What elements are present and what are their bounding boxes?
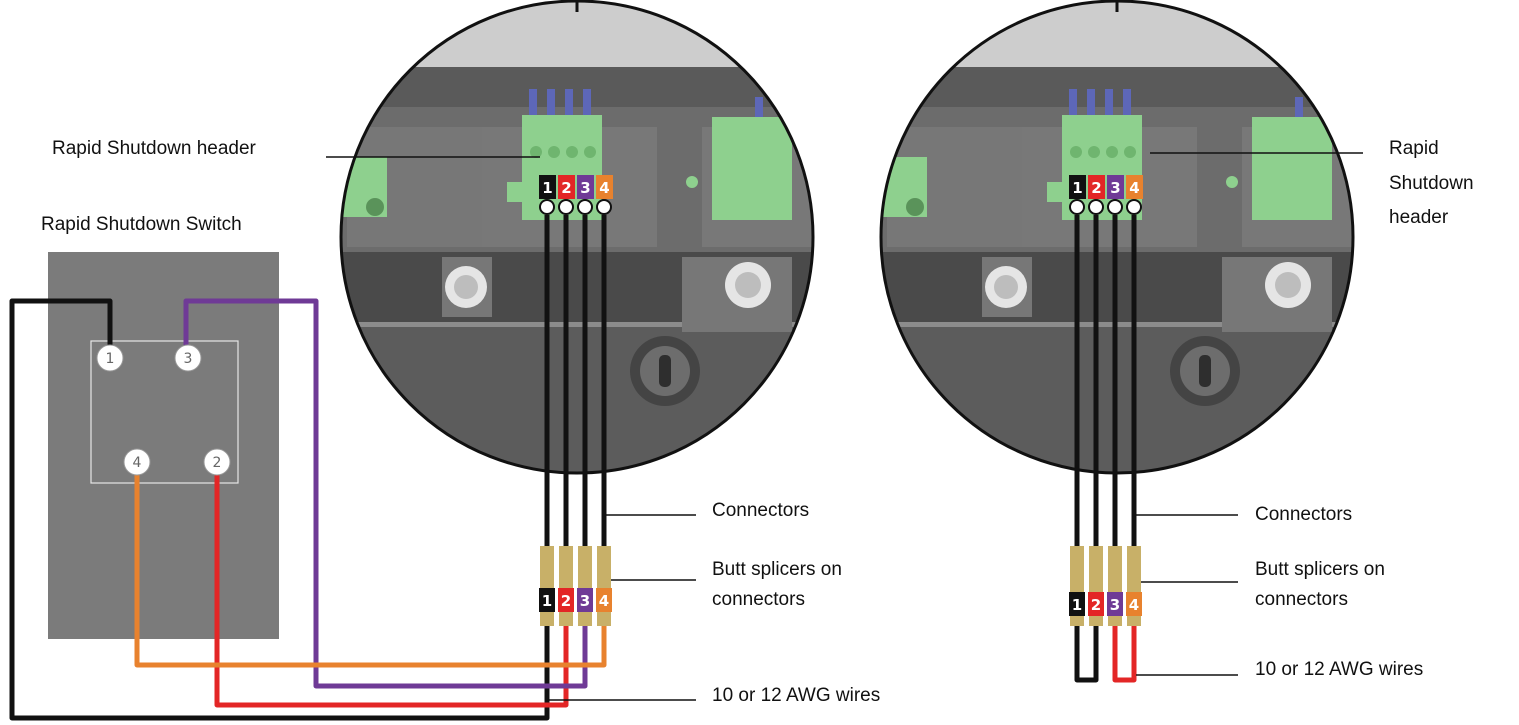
svg-text:2: 2 — [1091, 179, 1101, 197]
label-butt-left-2: connectors — [712, 589, 805, 610]
rapid-shutdown-switch — [48, 252, 279, 639]
svg-text:1: 1 — [542, 179, 552, 197]
butt-splicers-right: 1 2 3 4 — [1069, 546, 1142, 626]
switch-terminal-2: 2 — [203, 448, 231, 476]
label-awg-right: 10 or 12 AWG wires — [1255, 659, 1423, 680]
svg-text:2: 2 — [561, 592, 571, 610]
label-butt-right-2: connectors — [1255, 589, 1348, 610]
zoom-circle-right — [879, 0, 1355, 475]
label-rsd-header-left: Rapid Shutdown header — [52, 138, 257, 159]
svg-text:3: 3 — [184, 351, 193, 367]
svg-text:3: 3 — [580, 179, 590, 197]
svg-text:4: 4 — [599, 592, 609, 610]
svg-text:3: 3 — [1110, 596, 1120, 614]
label-connectors-right: Connectors — [1255, 504, 1352, 525]
label-connectors-left: Connectors — [712, 500, 809, 521]
svg-text:1: 1 — [542, 592, 552, 610]
svg-text:4: 4 — [1129, 596, 1139, 614]
wire-orange-left — [134, 215, 607, 668]
header-chips-left: 1 2 3 4 — [539, 175, 613, 215]
label-butt-left-1: Butt splicers on — [712, 559, 842, 580]
svg-text:2: 2 — [1091, 596, 1101, 614]
label-awg-left: 10 or 12 AWG wires — [712, 685, 880, 706]
label-rsd-header-right-3: header — [1389, 207, 1449, 228]
svg-text:2: 2 — [561, 179, 571, 197]
header-chips-right: 1 2 3 4 — [1069, 175, 1143, 215]
svg-text:1: 1 — [1072, 596, 1082, 614]
svg-text:2: 2 — [213, 455, 222, 471]
svg-text:4: 4 — [599, 179, 609, 197]
svg-text:4: 4 — [133, 455, 142, 471]
svg-text:1: 1 — [1072, 179, 1082, 197]
svg-text:1: 1 — [106, 351, 115, 367]
butt-splicers-left: 1 2 3 4 — [539, 546, 612, 626]
label-rsd-switch: Rapid Shutdown Switch — [41, 214, 242, 235]
label-rsd-header-right-2: Shutdown — [1389, 173, 1474, 194]
wire-purple-left — [183, 215, 588, 689]
svg-text:3: 3 — [1110, 179, 1120, 197]
svg-text:4: 4 — [1129, 179, 1139, 197]
svg-text:3: 3 — [580, 592, 590, 610]
zoom-circle-left — [339, 0, 815, 475]
switch-terminal-3: 3 — [174, 344, 202, 372]
label-butt-right-1: Butt splicers on — [1255, 559, 1385, 580]
leader-lines — [326, 152, 1363, 701]
switch-terminal-1: 1 — [96, 344, 124, 372]
wires-right — [1074, 215, 1137, 683]
switch-terminal-4: 4 — [123, 448, 151, 476]
label-rsd-header-right-1: Rapid — [1389, 138, 1439, 159]
